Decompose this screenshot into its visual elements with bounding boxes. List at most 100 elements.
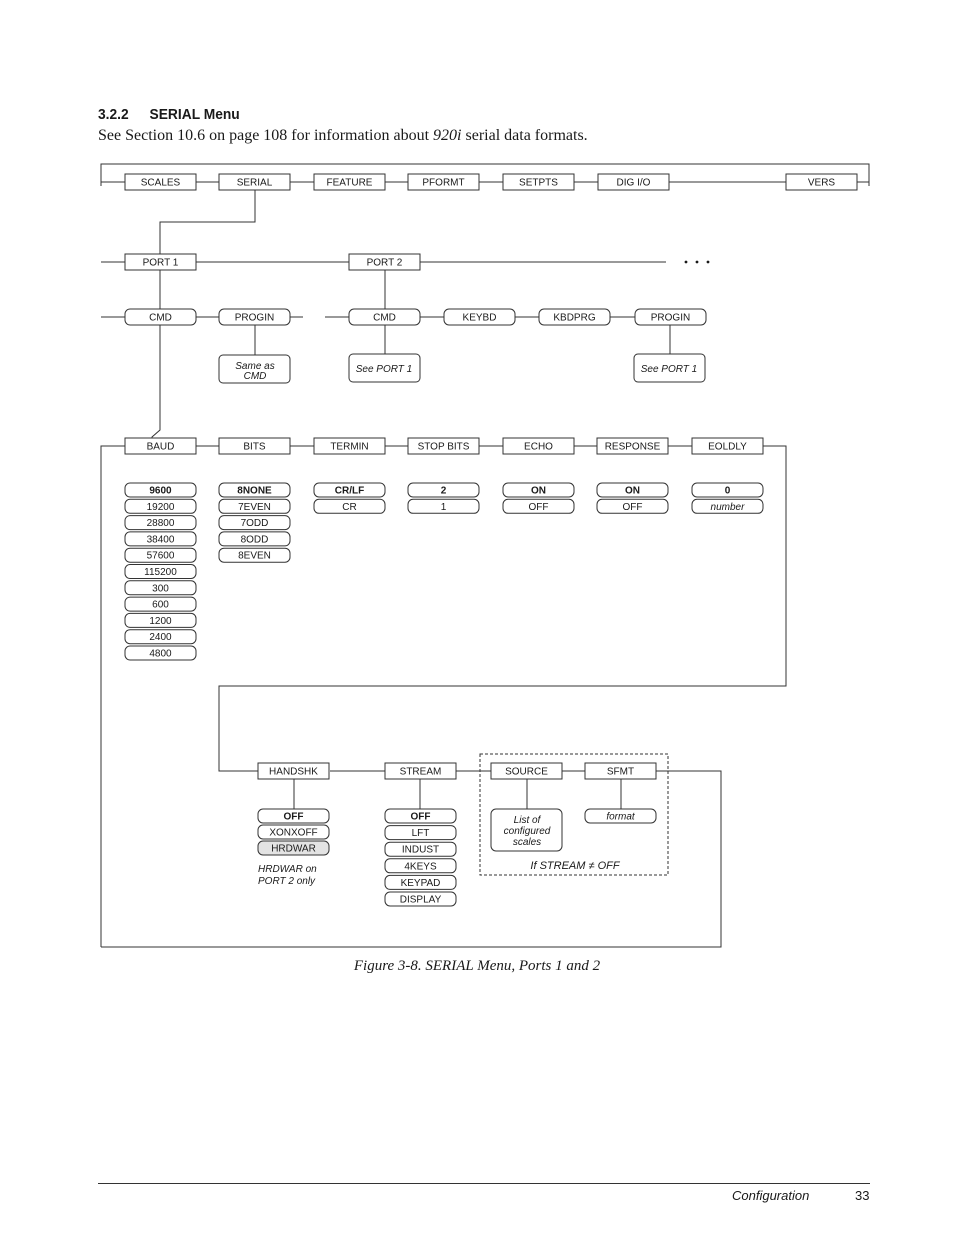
stream-conditional-group: [479, 753, 669, 876]
footer-page-number: 33: [855, 1188, 870, 1203]
port2-progin-see-port1: [633, 353, 706, 383]
baud-4800-label: 4800: [149, 649, 172, 660]
param-termin: [313, 437, 386, 455]
source-value-line-1: configured: [504, 826, 551, 837]
baud-115200-label: 115200: [144, 567, 177, 578]
same-as-cmd-line-2: CMD: [244, 371, 267, 382]
stream-display-label: DISPLAY: [400, 895, 442, 906]
menu-pformt-label: PFORMT: [422, 178, 464, 189]
baud-28800-label: 28800: [147, 518, 175, 529]
baud-115200: [124, 564, 197, 579]
param-stop-bits: [407, 437, 480, 455]
baud-38400-label: 38400: [147, 534, 175, 545]
serial-to-port1: [159, 190, 256, 254]
sfmt-value-label: format: [606, 812, 636, 823]
bits-8odd: [218, 531, 291, 547]
bits-7even-label: 7EVEN: [238, 502, 271, 513]
source-value-box: [490, 808, 563, 852]
port2-keybd: [443, 308, 516, 326]
handshk-hrdwar-label: HRDWAR: [271, 844, 316, 855]
termin-cr: [313, 498, 386, 514]
baud-4800: [124, 645, 197, 661]
baud-9600-label: 9600: [149, 486, 172, 497]
source-value-line-2: scales: [513, 837, 541, 848]
echo-on-label: ON: [531, 486, 546, 497]
param-stream-label: STREAM: [400, 767, 442, 778]
intro-model: 920i: [433, 127, 462, 144]
stop-bits-2: [407, 482, 480, 498]
stream-display: [384, 891, 457, 907]
stream-indust: [384, 841, 457, 857]
source-value-line-0: List of: [514, 815, 542, 826]
handshk-xonxoff: [257, 824, 330, 840]
cmd-to-params: [151, 325, 161, 446]
stream-off-label: OFF: [411, 812, 431, 823]
param-response: [596, 437, 669, 455]
baud-600: [124, 596, 197, 612]
baud-19200: [124, 498, 197, 514]
menu-vers-label: VERS: [808, 178, 836, 189]
more-ports-dot-2: [706, 260, 710, 264]
eoldly-0-label: 0: [725, 486, 731, 497]
menu-pformt: [407, 173, 480, 191]
sfmt-value: [584, 808, 657, 824]
response-on: [596, 482, 669, 498]
response-off: [596, 498, 669, 514]
stop-bits-1: [407, 498, 480, 514]
bottom-frame: [101, 770, 722, 948]
baud-1200-label: 1200: [149, 616, 172, 627]
footer-rule: [98, 1183, 870, 1184]
stream-keypad: [384, 874, 457, 890]
same-as-cmd-box: [218, 354, 291, 384]
baud-600-label: 600: [152, 600, 169, 611]
param-eoldly-label: EOLDLY: [708, 442, 747, 453]
handshk-xonxoff-label: XONXOFF: [269, 828, 317, 839]
stop-bits-2-label: 2: [441, 486, 447, 497]
port2-kbdprg-label: KBDPRG: [553, 313, 595, 324]
param-baud: [124, 437, 197, 455]
param-stop-bits-label: STOP BITS: [418, 442, 470, 453]
handshk-off-label: OFF: [284, 812, 304, 823]
same-as-cmd-line-1: Same as: [235, 361, 274, 372]
baud-19200-label: 19200: [147, 502, 175, 513]
param-bits: [218, 437, 291, 455]
param-echo: [502, 437, 575, 455]
handshk-note-line-1: HRDWAR on: [258, 864, 317, 875]
port-2: [348, 253, 421, 271]
port1-progin-label: PROGIN: [235, 313, 274, 324]
bits-8odd-label: 8ODD: [241, 534, 269, 545]
baud-9600: [124, 482, 197, 498]
port-2-label: PORT 2: [367, 258, 403, 269]
param-handshk: [257, 762, 330, 780]
echo-off: [502, 498, 575, 514]
port2-progin: [634, 308, 707, 326]
port-1-label: PORT 1: [143, 258, 179, 269]
stream-4keys: [384, 858, 457, 874]
param-handshk-label: HANDSHK: [269, 767, 318, 778]
menu-serial-label: SERIAL: [237, 178, 273, 189]
menu-scales-label: SCALES: [141, 178, 181, 189]
baud-300: [124, 580, 197, 596]
echo-on: [502, 482, 575, 498]
stream-indust-label: INDUST: [402, 845, 439, 856]
termin-cr-lf-label: CR/LF: [335, 486, 364, 497]
menu-feature-label: FEATURE: [327, 178, 373, 189]
port2-progin-label: PROGIN: [651, 313, 690, 324]
stream-4keys-label: 4KEYS: [404, 861, 437, 872]
eoldly-0: [691, 482, 764, 498]
port2-cmd-label: CMD: [373, 313, 396, 324]
baud-2400-label: 2400: [149, 632, 172, 643]
baud-28800: [124, 515, 197, 531]
bits-8even-label: 8EVEN: [238, 551, 271, 562]
bits-7odd-label: 7ODD: [241, 518, 269, 529]
baud-300-label: 300: [152, 583, 169, 594]
port1-cmd-label: CMD: [149, 313, 172, 324]
param-eoldly: [691, 437, 764, 455]
response-on-label: ON: [625, 486, 640, 497]
more-ports-dot-0: [684, 260, 688, 264]
port2-keybd-label: KEYBD: [463, 313, 497, 324]
port2-kbdprg: [538, 308, 611, 326]
menu-serial: [218, 173, 291, 191]
param-sfmt-label: SFMT: [607, 767, 634, 778]
